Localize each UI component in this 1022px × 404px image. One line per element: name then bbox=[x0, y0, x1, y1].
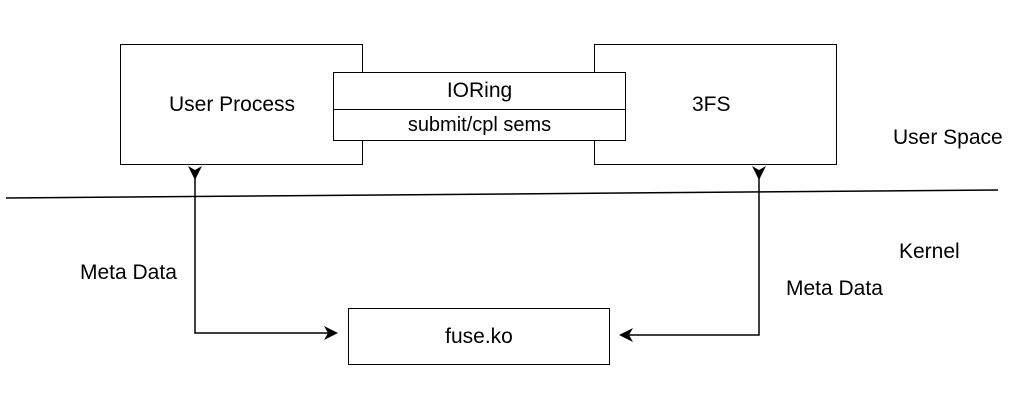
fuse-ko-box: fuse.ko bbox=[348, 308, 610, 365]
user-kernel-boundary bbox=[5, 189, 999, 199]
user-space-label: User Space bbox=[893, 126, 1003, 149]
meta-data-left-label: Meta Data bbox=[80, 261, 177, 284]
3fs-box: 3FS bbox=[594, 44, 837, 165]
kernel-label: Kernel bbox=[899, 240, 960, 263]
ioring-box: IORing bbox=[333, 72, 626, 111]
user-process-box: User Process bbox=[120, 44, 363, 165]
ioring-label: IORing bbox=[446, 79, 513, 102]
3fs-label: 3FS bbox=[692, 92, 731, 116]
submit-cpl-sems-box: submit/cpl sems bbox=[333, 109, 626, 141]
meta-data-right-label: Meta Data bbox=[786, 277, 883, 300]
user-process-label: User Process bbox=[169, 92, 296, 116]
fuse-ko-label: fuse.ko bbox=[445, 324, 513, 348]
submit-cpl-sems-label: submit/cpl sems bbox=[407, 113, 552, 136]
meta-data-connector-right bbox=[619, 166, 766, 342]
meta-data-connector-left bbox=[188, 166, 338, 340]
